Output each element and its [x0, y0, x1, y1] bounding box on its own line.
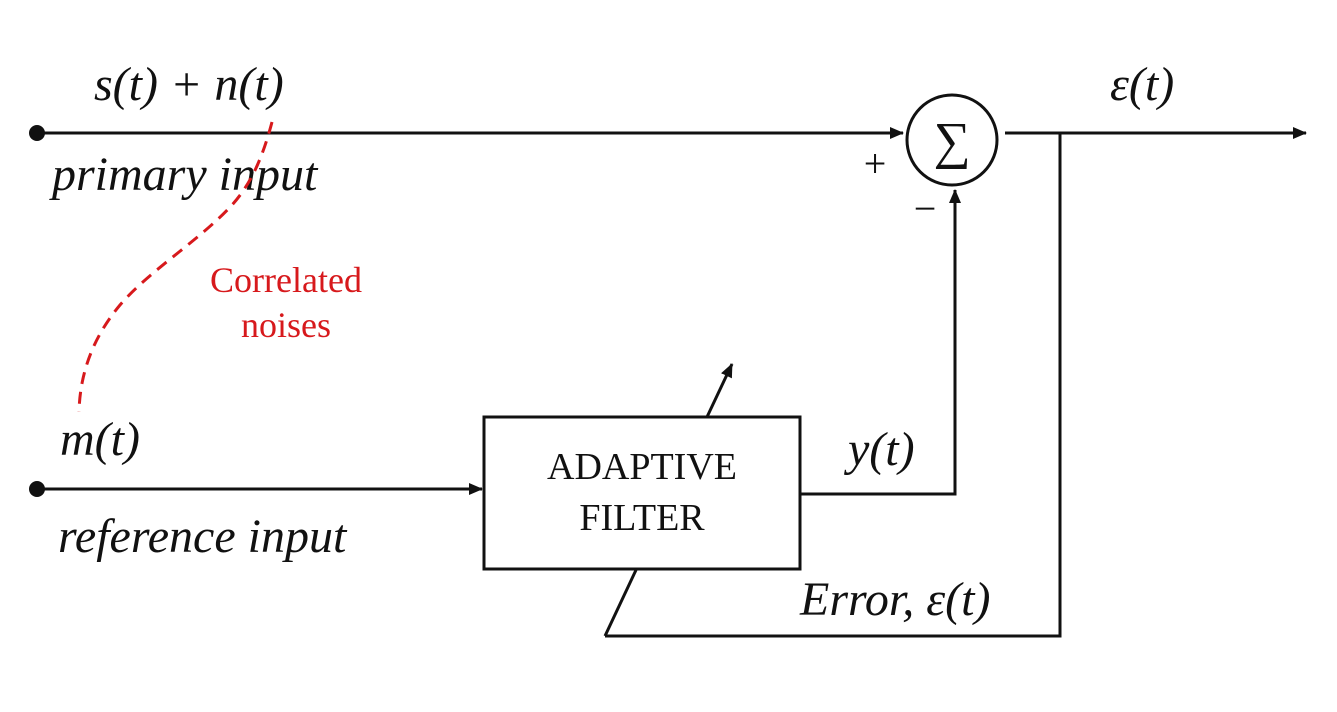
- reference-signal-label: m(t): [60, 413, 140, 466]
- plus-sign: +: [864, 141, 887, 186]
- error-label: Error, ε(t): [799, 573, 990, 626]
- correlation-note-line2: noises: [241, 305, 331, 345]
- primary-input-label: primary input: [49, 148, 319, 201]
- sigma-symbol: ∑: [933, 113, 970, 170]
- output-label: ε(t): [1110, 58, 1174, 111]
- minus-sign: −: [914, 186, 937, 231]
- error-feedback-path: [605, 133, 1062, 638]
- filter-label-line2: FILTER: [579, 497, 705, 539]
- reference-input-label: reference input: [58, 510, 348, 563]
- filter-output-label: y(t): [843, 423, 915, 476]
- filter-label-line1: ADAPTIVE: [547, 446, 737, 488]
- adaptation-arrow: [705, 363, 734, 418]
- correlation-note-line1: Correlated: [210, 260, 362, 300]
- summing-junction: [905, 93, 999, 187]
- filter-output-path: [800, 189, 961, 496]
- primary-signal-label: s(t) + n(t): [94, 58, 284, 111]
- error-feedback-diagonal: [603, 569, 638, 637]
- adaptive-filter-box: [482, 415, 802, 571]
